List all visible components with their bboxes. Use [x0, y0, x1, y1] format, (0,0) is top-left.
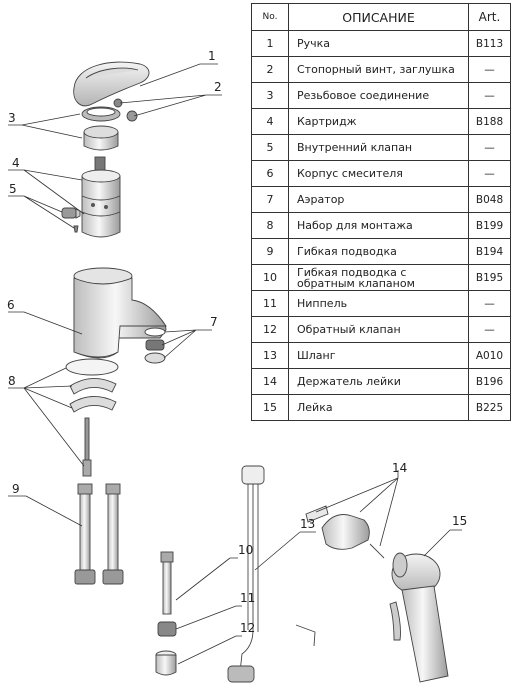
flexible-hose-part [74, 483, 124, 585]
cell-art: — [468, 160, 511, 187]
header-no: No. [251, 3, 289, 31]
callout-14: 14 [392, 461, 407, 475]
cell-description: Гибкая подводка [288, 238, 469, 265]
cell-art: B225 [468, 394, 511, 421]
cell-no: 10 [251, 264, 289, 291]
cell-art: B048 [468, 186, 511, 213]
callout-2: 2 [214, 80, 222, 94]
callout-15: 15 [452, 514, 467, 528]
cell-art: B199 [468, 212, 511, 239]
cartridge-part [81, 156, 121, 238]
cell-art: B194 [468, 238, 511, 265]
cell-no: 13 [251, 342, 289, 369]
set-screw-part [113, 98, 138, 122]
cell-no: 15 [251, 394, 289, 421]
handle-part [73, 61, 150, 107]
cell-description: Картридж [288, 108, 469, 135]
hand-shower-part [389, 552, 449, 683]
cell-no: 7 [251, 186, 289, 213]
cell-description: Держатель лейки [288, 368, 469, 395]
cell-description: Аэратор [288, 186, 469, 213]
cell-description: Обратный клапан [288, 316, 469, 343]
cell-art: — [468, 134, 511, 161]
callout-12: 12 [240, 621, 255, 635]
cell-no: 3 [251, 82, 289, 109]
cell-no: 2 [251, 56, 289, 83]
callout-6: 6 [7, 298, 15, 312]
check-valve-part [155, 650, 177, 676]
leader-lines [8, 63, 462, 665]
callout-13: 13 [300, 517, 315, 531]
cell-description: Лейка [288, 394, 469, 421]
nipple-part [157, 621, 177, 637]
cell-art: B195 [468, 264, 511, 291]
cell-description: Резьбовое соединение [288, 82, 469, 109]
callout-5: 5 [9, 182, 17, 196]
cell-no: 6 [251, 160, 289, 187]
threaded-connection-part [81, 106, 121, 151]
header-description: ОПИСАНИЕ [288, 3, 469, 31]
callout-10: 10 [238, 543, 253, 557]
cell-no: 14 [251, 368, 289, 395]
table-header-row: No. ОПИСАНИЕ Art. [251, 3, 511, 31]
cell-no: 12 [251, 316, 289, 343]
callout-8: 8 [8, 374, 16, 388]
cell-description: Ручка [288, 30, 469, 57]
cell-no: 11 [251, 290, 289, 317]
callout-11: 11 [240, 591, 255, 605]
cell-no: 1 [251, 30, 289, 57]
callout-9: 9 [12, 482, 20, 496]
cell-art: A010 [468, 342, 511, 369]
mixer-body-part [73, 267, 167, 359]
hose-with-check-valve-part [160, 551, 174, 615]
cell-art: — [468, 56, 511, 83]
cell-art: B188 [468, 108, 511, 135]
callout-1: 1 [208, 49, 216, 63]
mounting-kit-part [65, 358, 119, 477]
inner-valve-part [61, 207, 81, 233]
callout-3: 3 [8, 111, 16, 125]
cell-no: 8 [251, 212, 289, 239]
shower-hose-part [227, 465, 316, 683]
cell-no: 4 [251, 108, 289, 135]
cell-description: Набор для монтажа [288, 212, 469, 239]
header-art: Art. [468, 3, 511, 31]
callout-7: 7 [210, 315, 218, 329]
cell-description: Гибкая подводка с обратным клапаном [288, 264, 469, 291]
cell-art: — [468, 290, 511, 317]
cell-no: 5 [251, 134, 289, 161]
shower-holder-part [305, 505, 385, 559]
cell-no: 9 [251, 238, 289, 265]
cell-art: — [468, 82, 511, 109]
cell-art: B196 [468, 368, 511, 395]
cell-description: Стопорный винт, заглушка [288, 56, 469, 83]
cell-art: — [468, 316, 511, 343]
cell-description: Шланг [288, 342, 469, 369]
aerator-part [144, 327, 166, 364]
callout-4: 4 [12, 156, 20, 170]
cell-description: Внутренний клапан [288, 134, 469, 161]
cell-art: B113 [468, 30, 511, 57]
cell-description: Ниппель [288, 290, 469, 317]
cell-description: Корпус смесителя [288, 160, 469, 187]
